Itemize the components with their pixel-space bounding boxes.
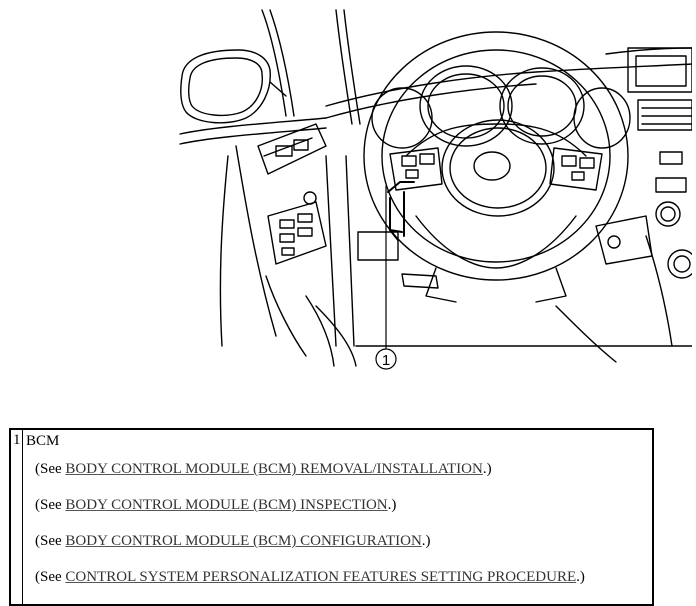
- side-mirror: [180, 49, 287, 124]
- callout-circle: [375, 348, 397, 370]
- link-bcm-inspection[interactable]: BODY CONTROL MODULE (BCM) INSPECTION: [65, 497, 388, 513]
- reference-personalization: (See CONTROL SYSTEM PERSONALIZATION FEAT…: [35, 569, 585, 585]
- reference-removal-installation: (See BODY CONTROL MODULE (BCM) REMOVAL/I…: [35, 461, 492, 477]
- link-bcm-configuration[interactable]: BODY CONTROL MODULE (BCM) CONFIGURATION: [65, 533, 422, 549]
- legend-item-number: 1: [10, 429, 23, 605]
- link-bcm-removal-installation[interactable]: BODY CONTROL MODULE (BCM) REMOVAL/INSTAL…: [65, 461, 483, 477]
- callout-number: 1: [382, 352, 390, 369]
- legend-item-title: BCM: [26, 433, 60, 449]
- reference-inspection: (See BODY CONTROL MODULE (BCM) INSPECTIO…: [35, 497, 397, 513]
- instrument-cluster: [371, 65, 631, 149]
- lower-dash: [325, 155, 692, 363]
- legend-table: 1 BCM (See BODY CONTROL MODULE (BCM) REM…: [9, 428, 654, 606]
- callout-leader: 1: [375, 185, 397, 370]
- dashboard-illustration: 1: [176, 6, 692, 374]
- link-personalization-features[interactable]: CONTROL SYSTEM PERSONALIZATION FEATURES …: [65, 569, 577, 585]
- legend-item-body: BCM (See BODY CONTROL MODULE (BCM) REMOV…: [23, 429, 654, 605]
- reference-configuration: (See BODY CONTROL MODULE (BCM) CONFIGURA…: [35, 533, 431, 549]
- dashboard-top: [325, 47, 692, 347]
- a-pillar: [261, 9, 361, 125]
- steering-wheel: [363, 31, 629, 303]
- bcm-wiring: [387, 181, 415, 241]
- door-panel: [179, 117, 357, 367]
